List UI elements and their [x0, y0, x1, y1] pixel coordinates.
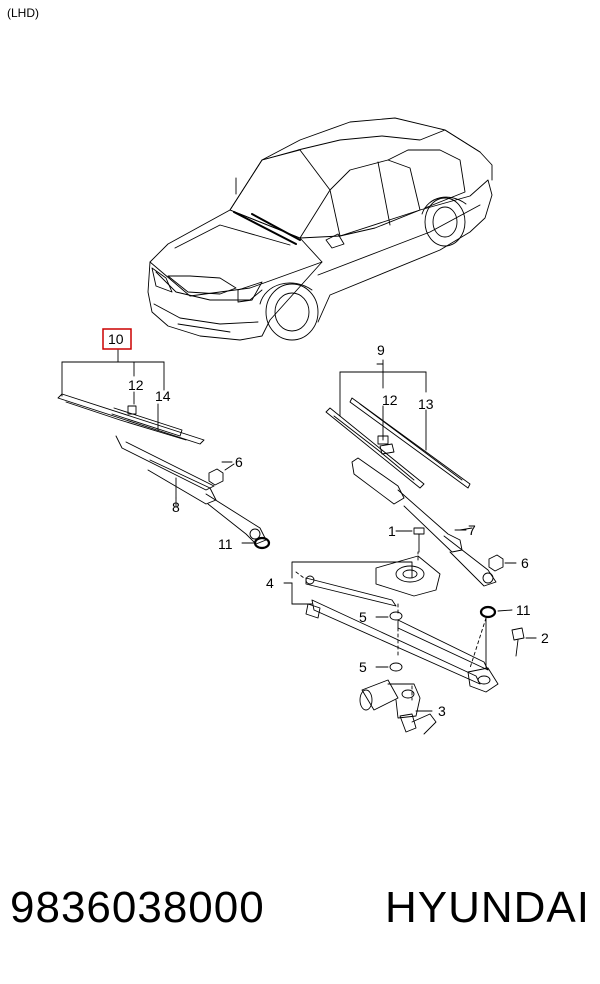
wiper-linkage [283, 551, 499, 701]
region-label: (LHD) [7, 6, 39, 20]
callout-6-right: 6 [521, 555, 529, 571]
wiper-motor [359, 679, 437, 735]
callout-2: 2 [541, 630, 549, 646]
footer: 9836038000 HYUNDAI [0, 872, 600, 952]
callout-7: 7 [468, 522, 476, 538]
highlight-box-10 [102, 328, 132, 350]
bolt-2 [511, 627, 537, 657]
washer-5-lower [375, 662, 403, 672]
part-number: 9836038000 [10, 883, 265, 932]
callout-10: 10 [108, 331, 124, 347]
washer-11-left [241, 536, 271, 550]
callout-12-left: 12 [128, 377, 144, 393]
callout-5-lower: 5 [359, 659, 367, 675]
right-wiper-blade-assembly [325, 359, 471, 489]
car-illustration [147, 117, 493, 341]
callout-9: 9 [377, 342, 385, 358]
callout-4: 4 [266, 575, 274, 591]
nut-6-left [208, 463, 235, 486]
right-wiper-arm [351, 457, 497, 587]
callout-3: 3 [438, 703, 446, 719]
callout-1: 1 [388, 523, 396, 539]
washer-5-upper [375, 611, 403, 621]
washer-11-right [479, 605, 513, 619]
left-wiper-blade-assembly [57, 349, 205, 445]
callout-13: 13 [418, 396, 434, 412]
callout-12-right: 12 [382, 392, 398, 408]
bolt-1 [399, 527, 425, 553]
callout-11-left: 11 [218, 536, 233, 552]
callout-8: 8 [172, 499, 180, 515]
left-wiper-arm [115, 435, 267, 545]
nut-6-right [488, 554, 517, 572]
callout-5-upper: 5 [359, 609, 367, 625]
callout-14: 14 [155, 388, 171, 404]
brand-name: HYUNDAI [384, 883, 590, 932]
callout-6-left: 6 [235, 454, 243, 470]
callout-11-right: 11 [516, 602, 531, 618]
